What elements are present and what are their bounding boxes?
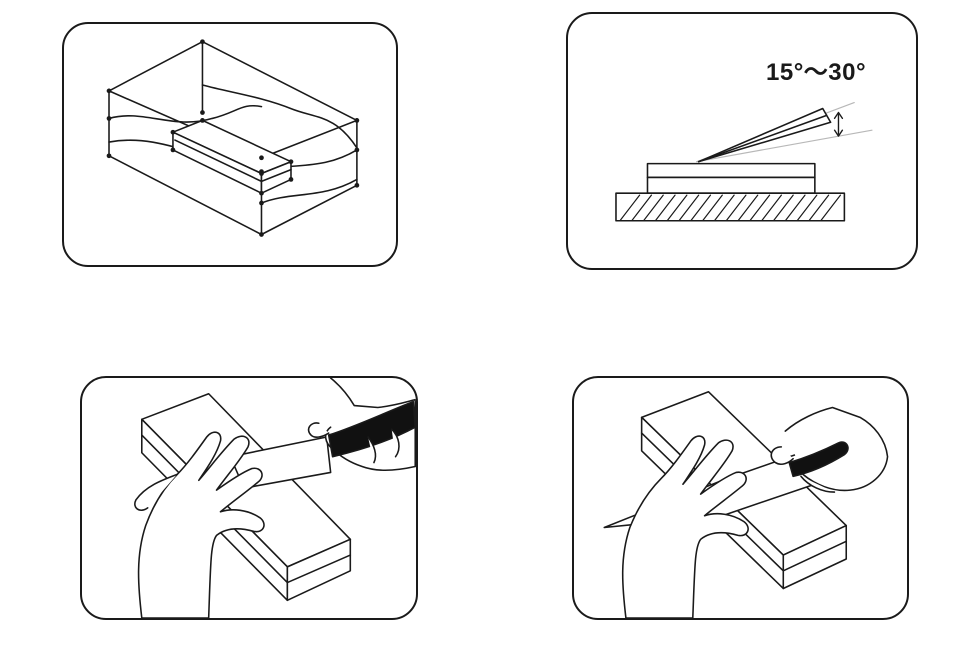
base-hatched xyxy=(616,193,844,221)
whetstone xyxy=(173,120,291,193)
step-sweep-panel xyxy=(572,376,909,620)
step-push-panel xyxy=(80,376,418,620)
stone-in-water-icon xyxy=(64,24,396,265)
step-angle-panel: 15°～30° xyxy=(566,12,918,270)
hands-knife-sweep-icon xyxy=(574,378,907,618)
angle-range-label: 15°～30° xyxy=(766,52,866,87)
hands-knife-push-icon xyxy=(82,378,416,618)
angle-arrow-icon xyxy=(835,112,843,136)
knife-blade xyxy=(699,109,831,162)
step-soak-panel xyxy=(62,22,398,267)
whetstone-side xyxy=(647,164,814,194)
